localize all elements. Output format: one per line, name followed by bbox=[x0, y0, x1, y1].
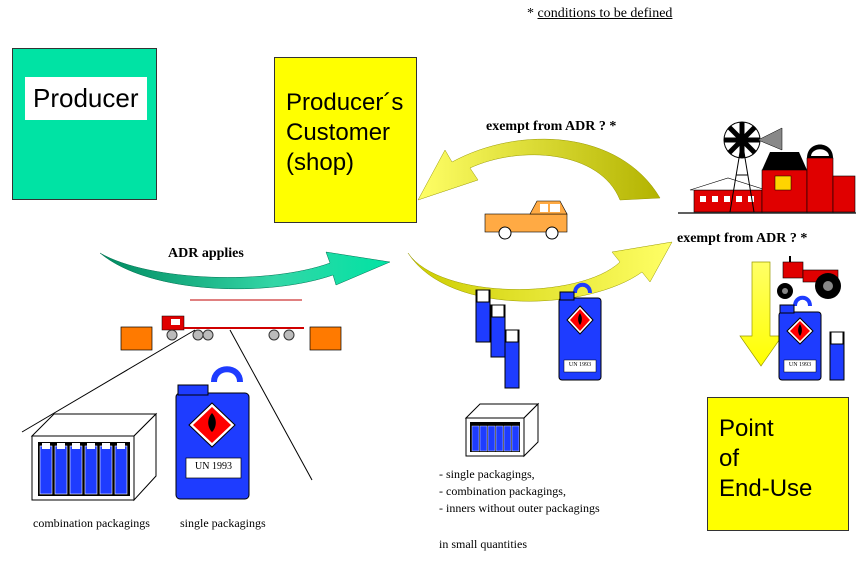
un-label-small-enduse: UN 1993 bbox=[788, 362, 812, 368]
adr-applies-label: ADR applies bbox=[168, 246, 244, 261]
combination-packaging-large-icon bbox=[30, 412, 158, 502]
small-quantities-label: in small quantities bbox=[439, 537, 527, 551]
un-label-large: UN 1993 bbox=[195, 461, 232, 472]
pickup-truck-icon bbox=[484, 200, 568, 240]
jerrycan-enduse-icon bbox=[778, 295, 822, 381]
down-arrow bbox=[739, 261, 783, 367]
tractor-icon bbox=[777, 256, 841, 299]
jerrycan-small-icon bbox=[558, 282, 602, 381]
packaging-list: - single packagings, - combination packa… bbox=[439, 466, 600, 517]
list-item: - combination packagings, bbox=[439, 484, 566, 498]
exempt-top-label: exempt from ADR ? * bbox=[486, 119, 617, 134]
delivery-arrow bbox=[407, 241, 673, 302]
enduse-label-line2: of bbox=[719, 445, 740, 472]
single-packagings-label: single packagings bbox=[180, 516, 266, 530]
small-bottles-icon bbox=[475, 289, 520, 389]
zoom-line-right bbox=[229, 329, 313, 481]
note-text: conditions to be defined bbox=[537, 6, 673, 21]
shop-label-line3: (shop) bbox=[286, 149, 355, 176]
zoom-line-left bbox=[21, 329, 196, 433]
combination-packagings-label: combination packagings bbox=[33, 516, 150, 530]
shop-label: Producer´s Customer (shop) bbox=[286, 88, 403, 178]
windmill-icon bbox=[723, 121, 783, 213]
conditions-note: * conditions to be defined bbox=[527, 6, 672, 22]
exempt-right-label: exempt from ADR ? * bbox=[677, 231, 808, 246]
bottle-enduse-icon bbox=[829, 331, 845, 381]
adr-arrow bbox=[99, 251, 391, 290]
enduse-label-line1: Point bbox=[719, 415, 774, 442]
note-asterisk: * bbox=[527, 6, 538, 21]
jerrycan-large-icon bbox=[175, 366, 250, 500]
farm-icon bbox=[678, 121, 856, 214]
enduse-label: Point of End-Use bbox=[719, 414, 812, 504]
producer-box: Producer bbox=[12, 48, 157, 200]
list-item: - single packagings, bbox=[439, 467, 535, 481]
combination-packaging-small-icon bbox=[464, 402, 540, 458]
return-arrow bbox=[417, 138, 661, 201]
list-item: - inners without outer packagings bbox=[439, 501, 600, 515]
shop-box: Producer´s Customer (shop) bbox=[274, 57, 417, 223]
shop-label-line1: Producer´s bbox=[286, 89, 404, 116]
producer-label: Producer bbox=[25, 77, 147, 120]
shop-label-line2: Customer bbox=[286, 119, 391, 146]
enduse-label-line3: End-Use bbox=[719, 475, 813, 502]
un-label-small-mid: UN 1993 bbox=[568, 362, 592, 368]
semi-truck-icon bbox=[120, 299, 342, 351]
enduse-box: Point of End-Use bbox=[707, 397, 849, 531]
